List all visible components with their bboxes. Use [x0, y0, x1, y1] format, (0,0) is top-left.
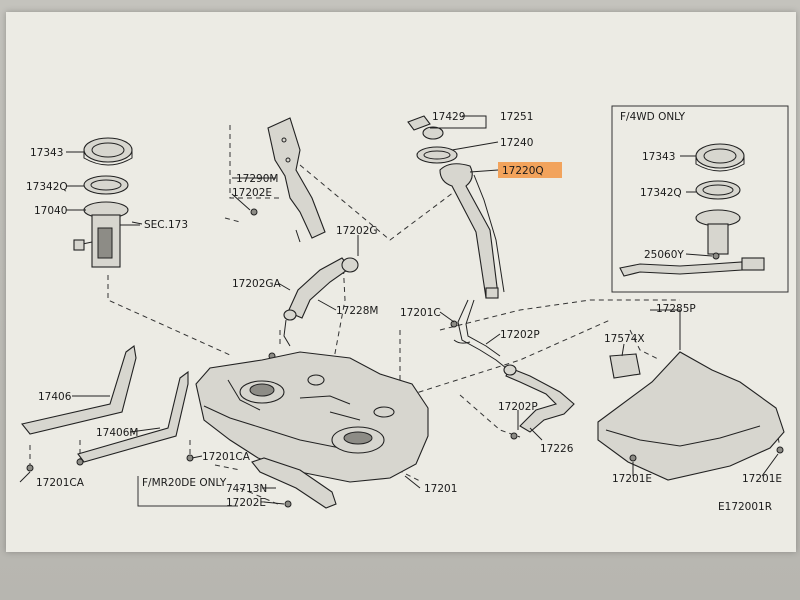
label-17201ca-right: 17201CA	[202, 451, 251, 463]
label-sec173: SEC.173	[144, 219, 188, 231]
4wd-only-box	[611, 105, 789, 293]
label-17040: 17040	[34, 205, 67, 217]
label-17202e-top: 17202E	[232, 187, 272, 199]
highlight-17220q	[498, 162, 562, 178]
mr20de-note-bracket	[137, 476, 238, 507]
label-17201c: 17201C	[400, 307, 441, 319]
label-17202e-bottom: 17202E	[226, 497, 266, 509]
label-17202ga: 17202GA	[232, 278, 282, 290]
label-17406m: 17406M	[96, 427, 138, 439]
4wd-pump-assembly	[619, 143, 765, 277]
callout-labels: 17343 17342Q 17040 SEC.173 17290M 17202E…	[26, 111, 782, 513]
fuel-pump-assembly	[73, 137, 140, 268]
filler-bracket	[250, 117, 326, 243]
label-17342q: 17342Q	[26, 181, 68, 193]
label-25060y: 25060Y	[644, 249, 684, 261]
label-17201e-left: 17201E	[612, 473, 652, 485]
label-17343: 17343	[30, 147, 63, 159]
vent-hose	[268, 257, 359, 360]
label-17202g: 17202G	[336, 225, 378, 237]
filler-neck-assembly	[407, 115, 507, 369]
label-17202p-a: 17202P	[500, 329, 540, 341]
note-4wd-only: F/4WD ONLY	[620, 111, 686, 123]
tank-straps	[21, 345, 194, 472]
label-74713n: 74713N	[226, 483, 267, 495]
label-17201e-right: 17201E	[742, 473, 782, 485]
label-17228m: 17228M	[336, 305, 378, 317]
label-leaders	[19, 115, 779, 505]
fuel-tank	[195, 351, 429, 483]
label-17220q: 17220Q	[502, 165, 544, 177]
note-mr20de-only: F/MR20DE ONLY	[142, 477, 227, 489]
label-17406: 17406	[38, 391, 72, 403]
label-17240: 17240	[500, 137, 533, 149]
label-17202p-b: 17202P	[498, 401, 538, 413]
filler-hose	[503, 364, 575, 440]
label-17201ca-left: 17201CA	[36, 477, 85, 489]
label-17285p: 17285P	[656, 303, 696, 315]
label-17251: 17251	[500, 111, 533, 123]
label-17429: 17429	[432, 111, 465, 123]
label-17343-4wd: 17343	[642, 151, 675, 163]
under-cover	[597, 351, 785, 481]
heat-insulator	[251, 457, 337, 509]
diagram-code: E172001R	[718, 501, 772, 513]
label-17342q-4wd: 17342Q	[640, 187, 682, 199]
label-17574x: 17574X	[604, 333, 645, 345]
label-17201: 17201	[424, 483, 457, 495]
label-17290m: 17290M	[236, 173, 278, 185]
label-17226: 17226	[540, 443, 574, 455]
